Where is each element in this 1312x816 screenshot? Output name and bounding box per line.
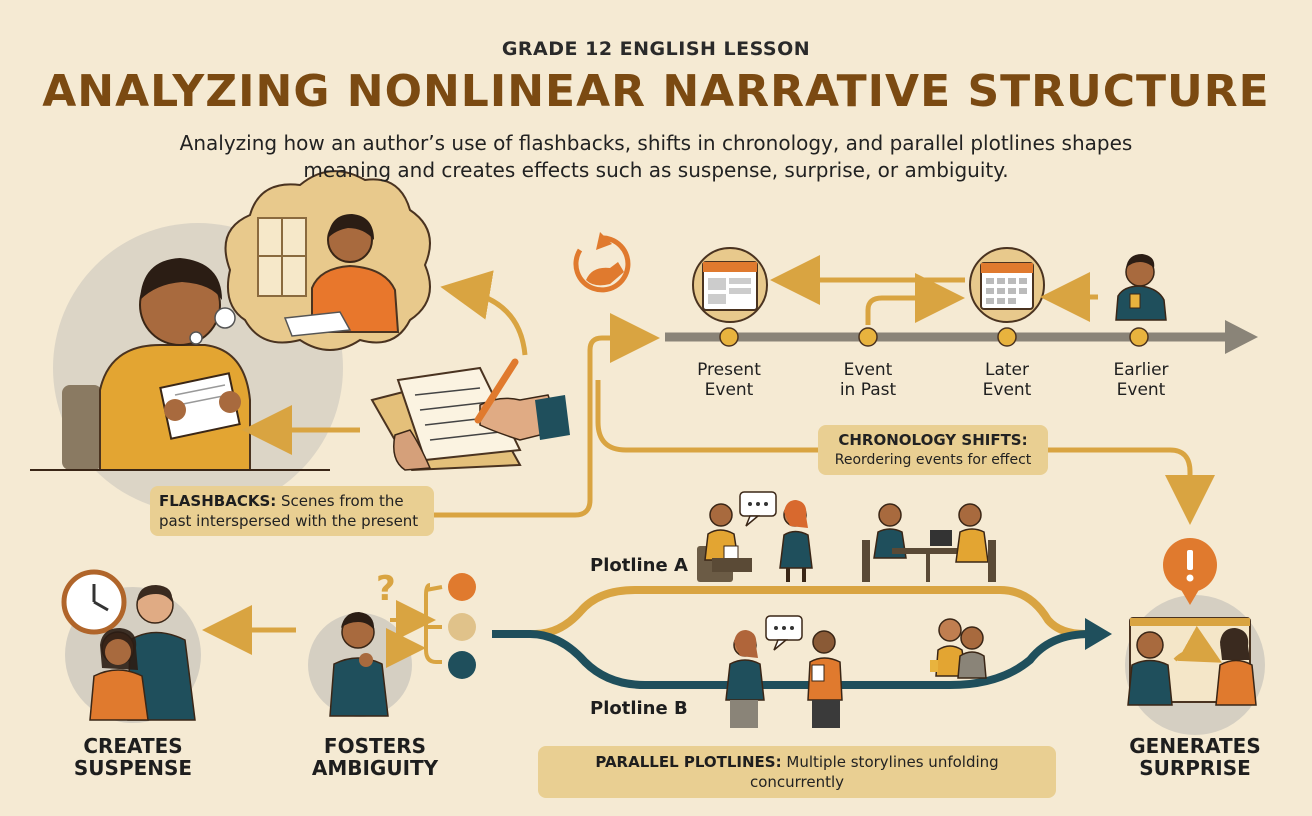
connector-flashback-timeline <box>425 313 660 518</box>
question-mark-icon: ? <box>376 569 396 609</box>
plotline-b-label: Plotline B <box>590 698 688 719</box>
ambiguity-illustration: ? <box>308 569 412 717</box>
speech-bubble-icon-b <box>765 615 803 651</box>
callout-text: Multiple storylines unfolding concurrent… <box>749 753 999 791</box>
timeline-label-earlier: Earlier Event <box>1081 360 1201 400</box>
calendar-icon-later <box>969 247 1045 323</box>
timeline-label-line: Event <box>843 360 893 380</box>
plotline-a-label: Plotline A <box>590 555 688 576</box>
lesson-description: Analyzing how an author’s use of flashba… <box>179 131 1133 182</box>
callout-term: FLASHBACKS: <box>159 492 277 510</box>
effect-label-line: AMBIGUITY <box>311 756 439 780</box>
letter-writing-hand <box>370 358 570 472</box>
timeline-label-line: Event <box>982 380 1032 400</box>
plotlines <box>492 586 1112 689</box>
lesson-subtitle: GRADE 12 ENGLISH LESSON <box>501 38 811 60</box>
timeline-label-line: Present <box>697 360 761 380</box>
memory-thought-bubble <box>189 170 431 351</box>
speech-bubble-icon <box>739 491 777 527</box>
timeline-label-later: Later Event <box>947 360 1067 400</box>
suspense-illustration <box>61 569 201 723</box>
plotline-b-scene <box>725 615 987 728</box>
person-icon <box>1115 254 1167 321</box>
surprise-illustration <box>1125 538 1265 735</box>
timeline-label-line: Earlier <box>1113 360 1169 380</box>
timeline-label-line: in Past <box>839 380 897 400</box>
plotline-a-scene <box>697 491 996 582</box>
callout-text: Scenes from the past interspersed with t… <box>159 492 419 530</box>
parallel-callout: PARALLEL PLOTLINES: Multiple storylines … <box>538 746 1056 798</box>
effect-surprise: GENERATES SURPRISE <box>1110 735 1280 779</box>
timeline <box>665 320 1258 354</box>
effect-label-line: SURPRISE <box>1139 756 1251 780</box>
chronology-callout: CHRONOLOGY SHIFTS: Reordering events for… <box>818 425 1048 475</box>
alert-icon <box>1163 538 1217 605</box>
page-title: ANALYZING NONLINEAR NARRATIVE STRUCTURE <box>42 66 1270 117</box>
flashbacks-callout: FLASHBACKS: Scenes from the past intersp… <box>150 486 434 536</box>
effect-label-line: CREATES <box>83 734 183 758</box>
calendar-icon <box>692 247 768 323</box>
timeline-label-line: Event <box>704 380 754 400</box>
cycle-arrow-icon <box>573 232 631 293</box>
clock-icon <box>61 569 127 635</box>
effect-ambiguity: FOSTERS AMBIGUITY <box>300 735 450 779</box>
effect-label-line: GENERATES <box>1129 734 1261 758</box>
callout-text: Reordering events for effect <box>834 452 1032 468</box>
timeline-label-past: Event in Past <box>808 360 928 400</box>
effect-label-line: SUSPENSE <box>73 756 193 780</box>
callout-term: PARALLEL PLOTLINES: <box>595 753 782 771</box>
arrow-past-to-later <box>865 273 965 325</box>
flashback-arrow-up <box>440 270 528 356</box>
callout-term: CHRONOLOGY SHIFTS: <box>838 431 1028 449</box>
timeline-label-present: Present Event <box>669 360 789 400</box>
ambiguity-branches <box>386 573 476 679</box>
effect-label-line: FOSTERS <box>323 734 427 758</box>
timeline-label-line: Later <box>984 360 1029 380</box>
effect-suspense: CREATES SUSPENSE <box>58 735 208 779</box>
timeline-label-line: Event <box>1116 380 1166 400</box>
